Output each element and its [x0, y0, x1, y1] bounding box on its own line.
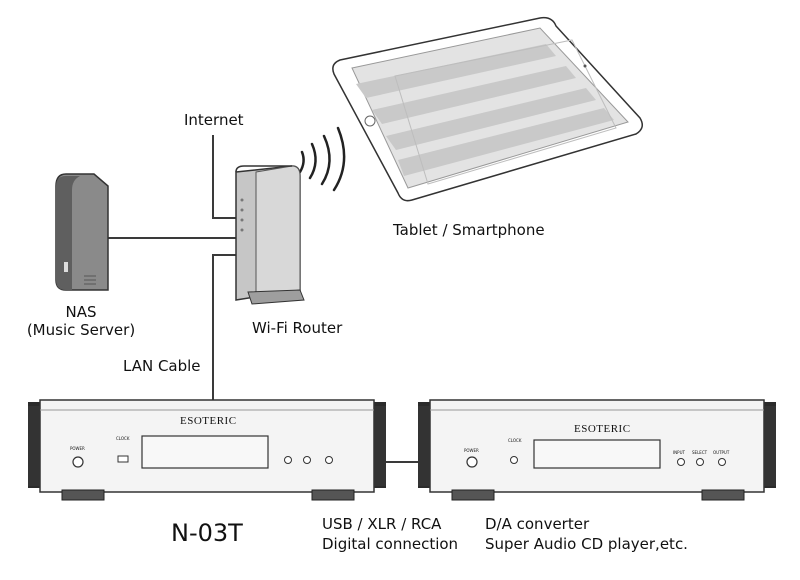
dac-clock-label: CLOCK	[508, 438, 522, 443]
nas-server-icon	[55, 173, 109, 291]
tablet-home-button	[364, 115, 376, 127]
nas-label: NAS (Music Server)	[18, 303, 144, 339]
dac-input-label: INPUT	[673, 450, 685, 455]
wifi-signal-icon	[298, 126, 346, 192]
connection-lines	[108, 135, 418, 463]
n03t-brand-logo: ESOTERIC	[180, 415, 237, 427]
digital-label-line2: Digital connection	[322, 535, 459, 553]
lan-cable-line	[212, 254, 236, 400]
digital-connection-label: USB / XLR / RCA Digital connection	[322, 514, 458, 554]
dac-power-label: POWER	[464, 448, 479, 453]
tablet-icon	[332, 16, 643, 202]
dac-label-line2: Super Audio CD player,etc.	[485, 535, 688, 553]
dac-label-line1: D/A converter	[485, 515, 590, 533]
dac-power-button	[466, 456, 478, 468]
tablet-label: Tablet / Smartphone	[393, 221, 545, 239]
dac-label: D/A converter Super Audio CD player,etc.	[485, 514, 688, 554]
wifi-router-icon	[235, 165, 305, 305]
nas-label-line2: (Music Server)	[26, 321, 136, 339]
dac-select-label: SELECT	[692, 450, 708, 455]
n03t-clock-label: CLOCK	[116, 436, 130, 441]
n03t-power-button	[72, 456, 84, 468]
nas-label-line1: NAS	[65, 303, 97, 321]
n03t-power-label: POWER	[70, 446, 85, 451]
n03t-device	[28, 399, 386, 501]
n03t-label: N-03T	[171, 519, 243, 547]
n03t-usb-port	[117, 455, 129, 463]
dac-device	[418, 399, 776, 501]
lan-cable-label: LAN Cable	[123, 357, 201, 375]
dac-brand-logo: ESOTERIC	[574, 423, 631, 435]
digital-label-line1: USB / XLR / RCA	[322, 515, 442, 533]
dac-output-label: OUTPUT	[713, 450, 730, 455]
internet-line	[212, 135, 236, 219]
router-label: Wi-Fi Router	[252, 319, 343, 337]
internet-label: Internet	[184, 111, 244, 129]
